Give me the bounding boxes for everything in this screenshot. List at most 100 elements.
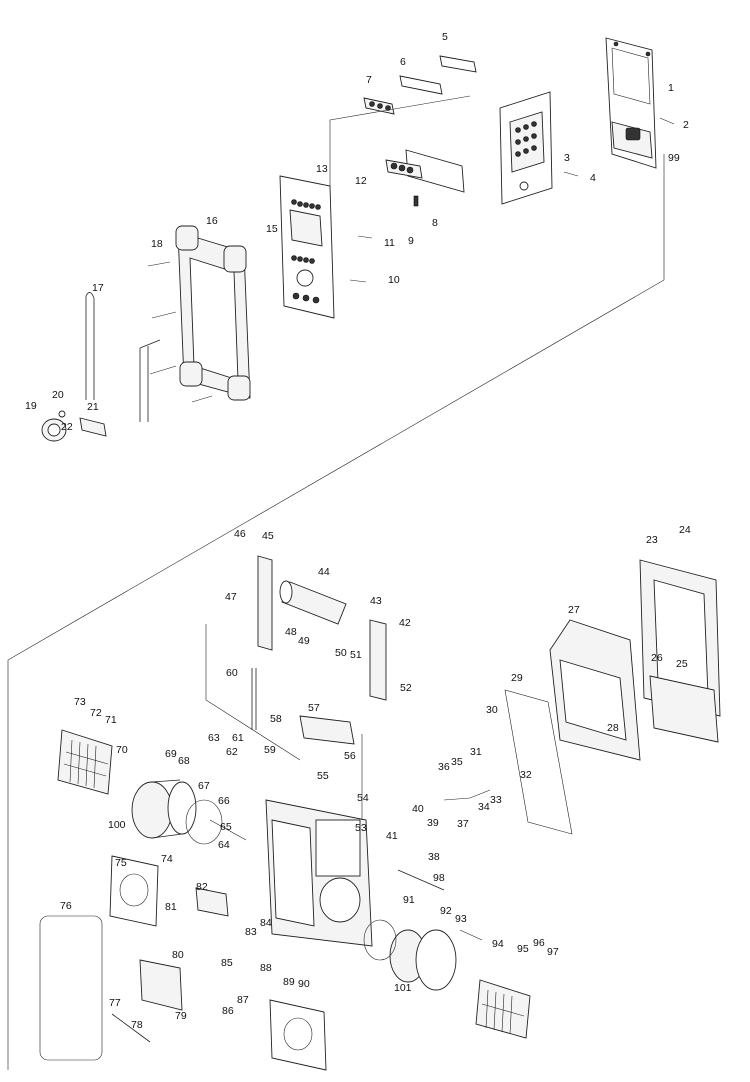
callout-39: 39 (427, 817, 439, 829)
knob-part (41, 418, 67, 442)
callout-79: 79 (175, 1010, 187, 1022)
callout-92: 92 (440, 905, 452, 917)
callout-13: 13 (316, 163, 328, 175)
callout-78: 78 (131, 1019, 143, 1031)
callout-100: 100 (108, 819, 126, 831)
callout-48: 48 (285, 626, 297, 638)
callout-71: 71 (105, 714, 117, 726)
callout-52: 52 (400, 682, 412, 694)
rod-part (251, 668, 257, 730)
callout-3: 3 (564, 152, 570, 164)
pcb-part (195, 887, 229, 917)
callout-86: 86 (222, 1005, 234, 1017)
callout-16: 16 (206, 215, 218, 227)
side-frame-part (639, 559, 721, 717)
callout-61: 61 (232, 732, 244, 744)
callout-24: 24 (679, 524, 691, 536)
callout-81: 81 (165, 901, 177, 913)
callout-38: 38 (428, 851, 440, 863)
callout-25: 25 (676, 658, 688, 670)
module-part (299, 715, 355, 745)
flange-grid-right-part (475, 979, 531, 1039)
callout-70: 70 (116, 744, 128, 756)
callout-8: 8 (432, 217, 438, 229)
callout-63: 63 (208, 732, 220, 744)
callout-99: 99 (668, 152, 680, 164)
callout-64: 64 (218, 839, 230, 851)
callout-74: 74 (161, 853, 173, 865)
handle-bar-part-2 (139, 339, 161, 422)
lower-frame-part (649, 675, 719, 743)
callout-36: 36 (438, 761, 450, 773)
callout-93: 93 (455, 913, 467, 925)
screws-upper (147, 117, 675, 403)
wire-part (111, 1013, 151, 1043)
flange-grid-part (57, 729, 113, 795)
cylinder-part (131, 779, 197, 839)
callout-88: 88 (260, 962, 272, 974)
clamp-part (79, 417, 107, 437)
callout-28: 28 (607, 722, 619, 734)
gasket-ring-part (185, 799, 223, 845)
gasket-part (504, 689, 573, 835)
bottom-plate-part (269, 999, 327, 1071)
callout-89: 89 (283, 976, 295, 988)
callout-7: 7 (366, 74, 372, 86)
callout-6: 6 (400, 56, 406, 68)
callout-94: 94 (492, 938, 504, 950)
callout-26: 26 (651, 652, 663, 664)
callout-35: 35 (451, 756, 463, 768)
callout-37: 37 (457, 818, 469, 830)
callout-22: 22 (61, 421, 73, 433)
callout-60: 60 (226, 667, 238, 679)
callout-90: 90 (298, 978, 310, 990)
callout-17: 17 (92, 282, 104, 294)
callout-53: 53 (355, 822, 367, 834)
connector-bracket-part (385, 149, 465, 207)
rod-98-part (397, 869, 445, 891)
callout-31: 31 (470, 746, 482, 758)
back-plate-part (499, 91, 553, 205)
guide-lines-lower (205, 624, 491, 941)
bracket-right-part (369, 619, 387, 701)
terminal-strip-part (439, 55, 477, 73)
callout-29: 29 (511, 672, 523, 684)
callout-27: 27 (568, 604, 580, 616)
callout-77: 77 (109, 997, 121, 1009)
roller-part (279, 580, 347, 625)
callout-96: 96 (533, 937, 545, 949)
switch-plate-part (139, 959, 183, 1011)
callout-75: 75 (115, 857, 127, 869)
callout-23: 23 (646, 534, 658, 546)
callout-30: 30 (486, 704, 498, 716)
callout-54: 54 (357, 792, 369, 804)
callout-43: 43 (370, 595, 382, 607)
callout-10: 10 (388, 274, 400, 286)
callout-15: 15 (266, 223, 278, 235)
callout-69: 69 (165, 748, 177, 760)
callout-50: 50 (335, 647, 347, 659)
callout-68: 68 (178, 755, 190, 767)
callout-95: 95 (517, 943, 529, 955)
callout-4: 4 (590, 172, 596, 184)
callout-84: 84 (260, 917, 272, 929)
callout-51: 51 (350, 649, 362, 661)
callout-97: 97 (547, 946, 559, 958)
callout-12: 12 (355, 175, 367, 187)
frame-part (175, 225, 251, 401)
callout-76: 76 (60, 900, 72, 912)
callout-45: 45 (262, 530, 274, 542)
callout-66: 66 (218, 795, 230, 807)
handle-bar-part (85, 292, 95, 400)
connector-block-part (363, 97, 395, 115)
mount-plate-part (109, 855, 159, 927)
callout-46: 46 (234, 528, 246, 540)
callout-19: 19 (25, 400, 37, 412)
bracket-left-part (257, 555, 273, 651)
callout-55: 55 (317, 770, 329, 782)
callout-59: 59 (264, 744, 276, 756)
callout-5: 5 (442, 31, 448, 43)
rear-panel-part (39, 915, 103, 1061)
main-body-part (265, 799, 373, 947)
